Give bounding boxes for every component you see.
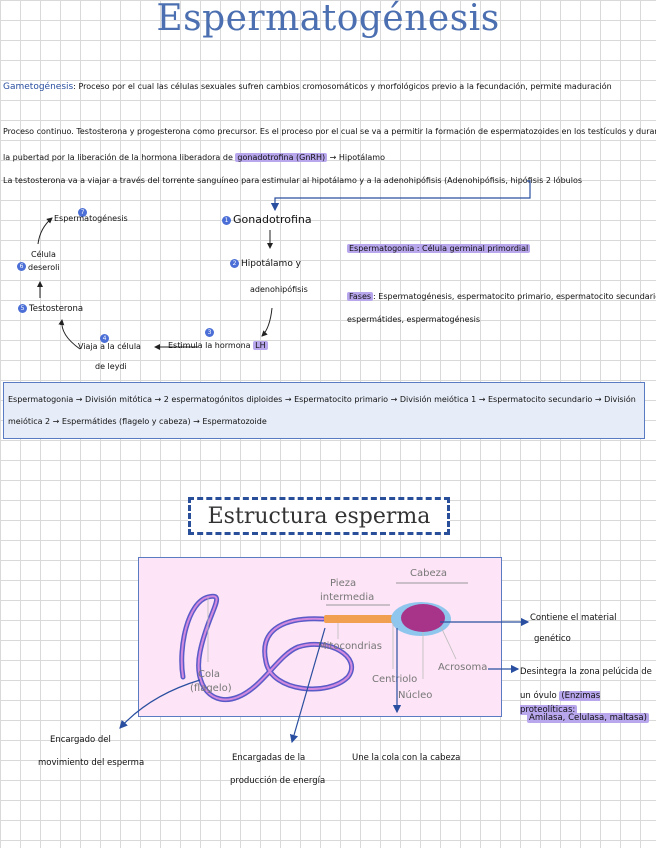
label-cabeza: Cabeza — [410, 568, 447, 579]
note-material-b: genético — [534, 634, 571, 644]
sequence-line-2: meiótica 2 → Espermátides (flagelo y cab… — [8, 417, 267, 426]
sequence-line-1: Espermatogonia → División mitótica → 2 e… — [8, 395, 636, 404]
cycle-step-4b: de leydi — [95, 362, 127, 371]
process-line-3: La testosterona va a viajar a través del… — [3, 176, 583, 185]
step-1-label: Gonadotrofina — [233, 213, 312, 226]
section-title: Estructura esperma — [188, 497, 450, 535]
espermatogonia-highlight: Espermatogonia : Célula germinal primord… — [347, 244, 531, 253]
cycle-arrows — [37, 180, 531, 350]
step-number-3-wrap: 3 — [205, 328, 216, 338]
arrow-to-cola-note — [119, 679, 201, 729]
note-mito-a: Encargadas de la — [232, 753, 306, 763]
enzimas-list-highlight: Amilasa, Celulasa, maltasa) — [527, 713, 649, 723]
sperm-illustration — [179, 582, 468, 703]
process-line-2: la pubertad por la liberación de la horm… — [3, 153, 385, 163]
acrosoma-pointer — [440, 626, 457, 660]
cycle-step-6b: deseroli — [28, 263, 60, 272]
note-mito-b: producción de energía — [230, 776, 326, 786]
process-line-2-end: → Hipotálamo — [329, 153, 385, 162]
line3-to-gonadotrofina-arrow — [270, 180, 531, 212]
cycle-step-2b: adenohipófisis — [250, 285, 308, 294]
fases-line-2: espermátides, espermatogénesis — [347, 315, 481, 324]
tail-flagellum-inner — [180, 595, 353, 701]
process-line-1: Proceso continuo. Testosterona y progest… — [3, 127, 656, 136]
nucleus-shape — [401, 604, 445, 632]
step-number-6: 6 — [17, 262, 26, 271]
label-acrosoma: Acrosoma — [438, 662, 488, 673]
process-line-2-text: la pubertad por la liberación de la horm… — [3, 153, 233, 162]
espermatogonia-note: Espermatogonia : Célula germinal primord… — [347, 244, 531, 254]
sequence-text: Espermatogonia → División mitótica → 2 e… — [8, 389, 640, 433]
sequence-box — [3, 382, 645, 439]
note-material-a: Contiene el material — [530, 613, 617, 623]
step-number-3: 3 — [205, 328, 214, 337]
fases-label: Fases — [347, 292, 374, 301]
label-cola-b: (flagelo) — [190, 683, 232, 694]
label-cola-a: Cola — [198, 669, 221, 680]
arrow-to-mito-note — [289, 627, 326, 744]
step-number-5: 5 — [18, 304, 27, 313]
step-5-label: Testosterona — [29, 304, 84, 314]
step-number-2: 2 — [230, 259, 239, 268]
definition: Gametogénesis: Proceso por el cual las c… — [3, 82, 612, 92]
step-number-6-wrap: 6 — [17, 256, 28, 275]
note-acrosoma-a: Desintegra la zona pelúcida de — [520, 667, 652, 677]
step-2-label-a: Hipotálamo y — [241, 259, 302, 269]
fases-line-1: Fases: Espermatogénesis, espermatocito p… — [347, 292, 656, 302]
note-cola-a: Encargado del — [50, 735, 111, 745]
note-acrosoma-c: Amilasa, Celulasa, maltasa) — [527, 711, 649, 725]
step-number-4-wrap: 4 — [100, 328, 111, 347]
gnrh-highlight: gonadotrofina (GnRH) — [235, 153, 328, 162]
arrow-2-to-3 — [261, 307, 273, 337]
label-mitocondrias: Mitocondrias — [318, 641, 382, 652]
page-title: Espermatogénesis — [156, 0, 500, 39]
label-pieza-b: intermedia — [320, 592, 375, 603]
cycle-step-7: Espermatogénesis — [54, 214, 128, 223]
step-number-4: 4 — [100, 334, 109, 343]
note-cola-b: movimiento del esperma — [38, 758, 145, 768]
fases-text: : Espermatogénesis, espermatocito primar… — [373, 292, 656, 301]
note-acrosoma-b: un óvulo (Enzimas proteolíticas: — [520, 689, 656, 717]
note-centriolo: Une la cola con la cabeza — [352, 753, 461, 763]
definition-term: Gametogénesis — [3, 82, 74, 92]
step-3-label: Estimula la hormona — [168, 341, 251, 350]
midpiece-shape — [324, 615, 394, 623]
step-number-1: 1 — [222, 215, 231, 225]
label-centriolo: Centriolo — [372, 674, 418, 685]
step-number-7-wrap: 7 — [78, 202, 89, 221]
cycle-step-4a: Viaja a la célula — [78, 342, 141, 351]
cycle-step-6a: Célula — [31, 250, 56, 259]
label-nucleo: Núcleo — [398, 690, 433, 701]
step-number-7: 7 — [78, 208, 87, 217]
arrow-4-to-5 — [58, 319, 81, 350]
lh-highlight: LH — [253, 341, 268, 350]
annotation-arrows — [119, 617, 530, 744]
definition-text: Proceso por el cual las células sexuales… — [78, 82, 612, 91]
note-acrosoma-b-text: un óvulo — [520, 691, 557, 701]
arrow-6-to-7 — [37, 217, 53, 245]
label-pieza-a: Pieza — [330, 578, 357, 589]
cycle-step-3: Estimula la hormona LH — [168, 341, 268, 351]
